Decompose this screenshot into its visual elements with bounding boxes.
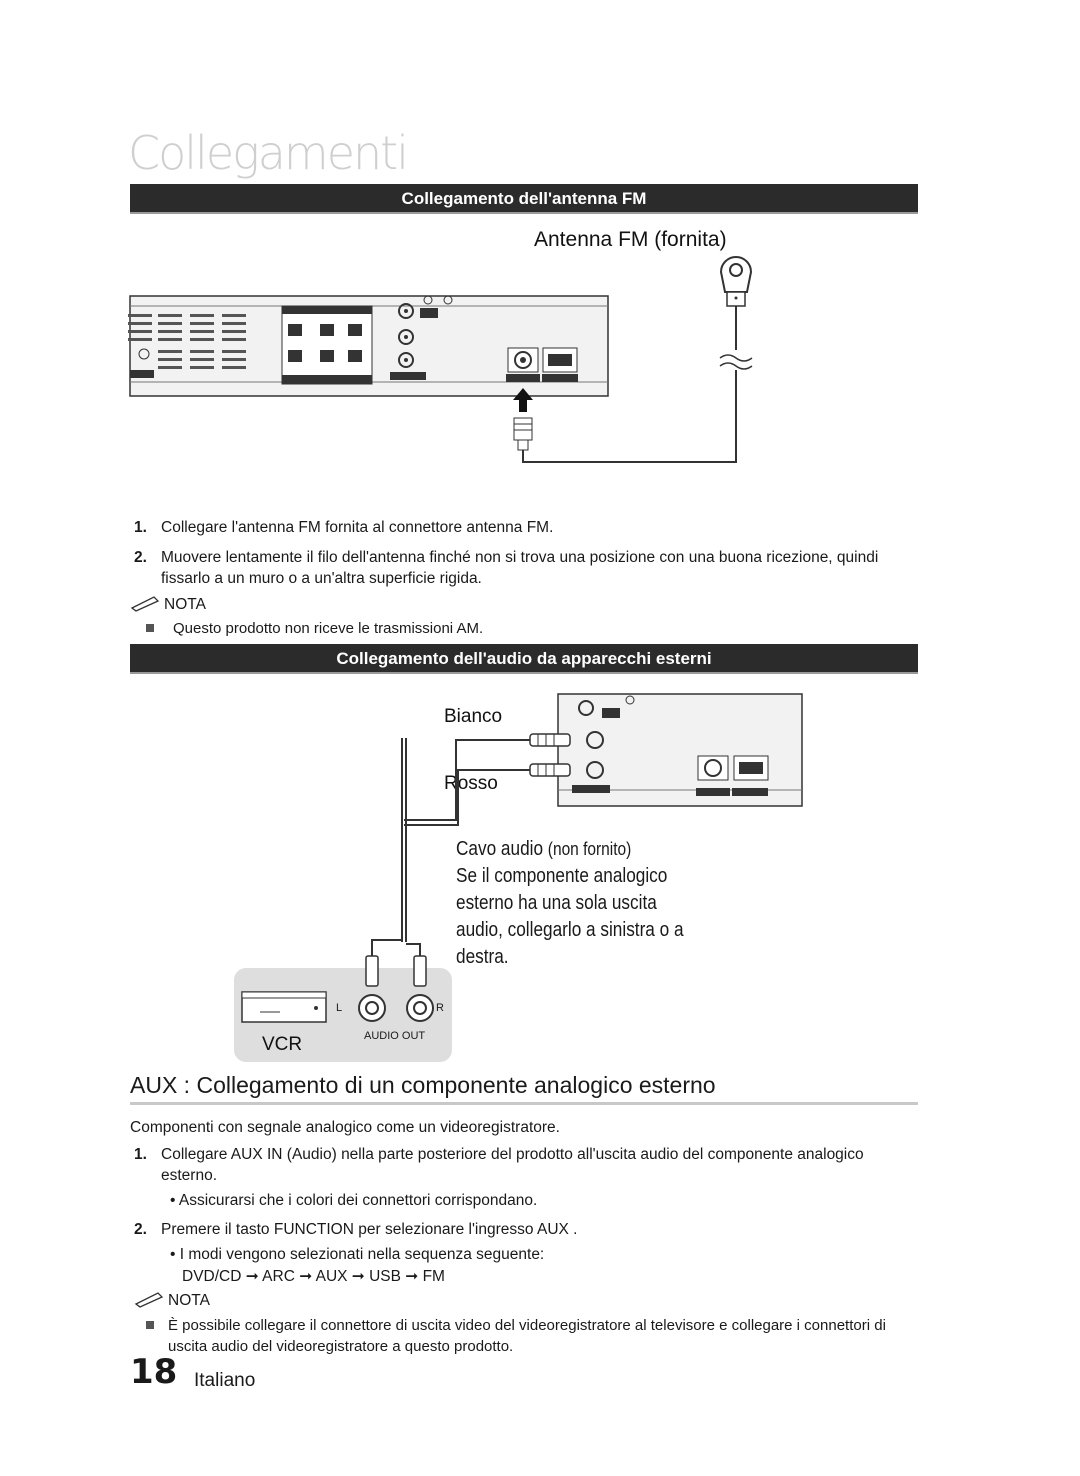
aux-intro: Componenti con segnale analogico come un…	[130, 1117, 920, 1138]
heading-rule	[130, 1102, 918, 1105]
square-bullet-icon	[146, 624, 154, 632]
cable-text: Se il componente analogico esterno ha un…	[456, 865, 684, 968]
note-text: Questo prodotto non riceve le trasmissio…	[173, 620, 484, 637]
right-channel-label: R	[436, 1002, 444, 1014]
audio-out-label: AUDIO OUT	[364, 1030, 426, 1042]
aux-heading: AUX : Collegamento di un componente anal…	[130, 1072, 716, 1098]
aux-connection-diagram	[234, 693, 803, 1062]
fm-antenna-diagram	[128, 256, 753, 463]
cable-note: Cavo audio (non fornito) Se il component…	[456, 836, 705, 971]
aux-step-2-bullet: • I modi vengono selezionati nella seque…	[170, 1246, 545, 1263]
pen-icon	[130, 596, 160, 612]
left-channel-label: L	[336, 1002, 343, 1014]
section-heading-fm: Collegamento dell'antenna FM	[130, 184, 918, 214]
note-item: Questo prodotto non riceve le trasmissio…	[146, 618, 483, 639]
pen-icon	[134, 1292, 164, 1308]
note-heading: NOTA	[130, 594, 206, 614]
step-text: Collegare AUX IN (Audio) nella parte pos…	[161, 1146, 864, 1184]
note-item: È possibile collegare il connettore di u…	[146, 1315, 920, 1357]
section-heading-audio: Collegamento dell'audio da apparecchi es…	[130, 644, 918, 674]
square-bullet-icon	[146, 1321, 154, 1329]
step-text: Muovere lentamente il filo dell'antenna …	[161, 549, 879, 587]
step-number: 1.	[134, 1146, 147, 1163]
footer-language: Italiano	[194, 1370, 256, 1391]
aux-step-1-bullet: • Assicurarsi che i colori dei connettor…	[170, 1192, 538, 1209]
step-text: Collegare l'antenna FM fornita al connet…	[161, 519, 554, 536]
note-label: NOTA	[168, 1292, 210, 1309]
vcr-label: VCR	[262, 1034, 303, 1055]
page-number: 18	[130, 1352, 178, 1392]
cable-label: Cavo audio	[456, 838, 544, 860]
note-heading: NOTA	[134, 1290, 210, 1310]
note-label: NOTA	[164, 596, 206, 613]
step-number: 2.	[134, 549, 147, 566]
mode-sequence: DVD/CD ➞ ARC ➞ AUX ➞ USB ➞ FM	[182, 1268, 445, 1285]
note-text: È possibile collegare il connettore di u…	[168, 1317, 886, 1355]
aux-intro-text: Componenti con segnale analogico come un…	[130, 1119, 560, 1136]
white-label: Bianco	[444, 706, 503, 727]
cable-paren: (non fornito)	[547, 839, 632, 859]
fm-antenna-label: Antenna FM (fornita)	[534, 228, 727, 251]
step-number: 1.	[134, 519, 147, 536]
step-text: Premere il tasto FUNCTION per selezionar…	[161, 1221, 578, 1238]
step-number: 2.	[134, 1221, 147, 1238]
page-title: Collegamenti	[128, 126, 409, 180]
